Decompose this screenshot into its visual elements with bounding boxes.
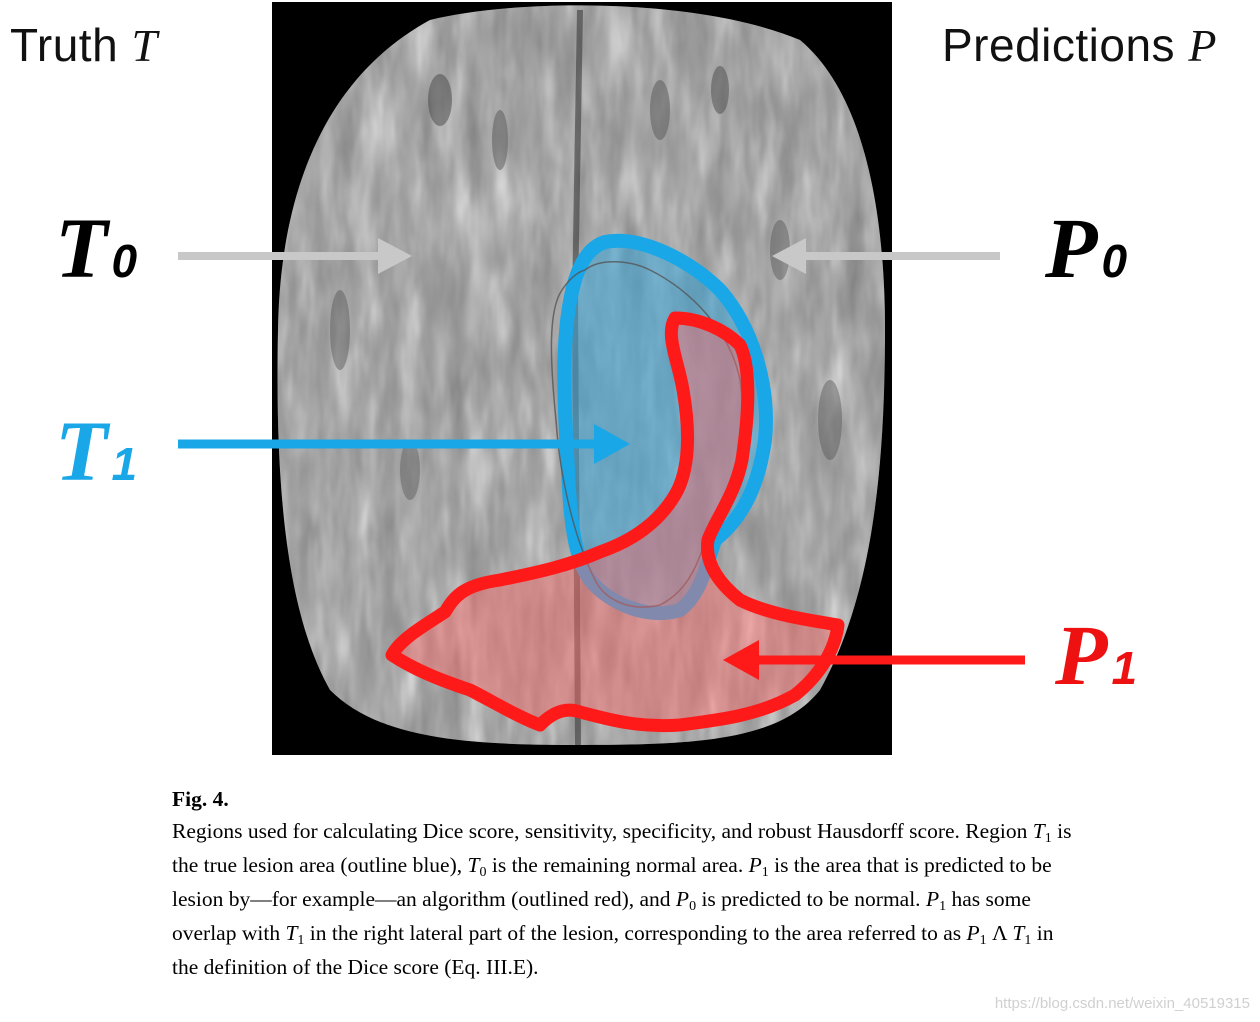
sub-1: 1	[1024, 933, 1032, 948]
t1-label-main: T	[55, 403, 108, 499]
watermark: https://blog.csdn.net/weixin_40519315	[994, 995, 1250, 1012]
p0-label: P0	[1045, 205, 1127, 291]
var-p: P	[925, 887, 940, 911]
predictions-heading-var: P	[1188, 20, 1217, 71]
t0-label: T0	[55, 205, 137, 291]
var-t: T	[285, 921, 298, 945]
prediction-lesion-region	[385, 311, 845, 733]
predictions-heading: Predictions P	[942, 18, 1217, 72]
caption-text: Region	[965, 819, 1033, 843]
p0-label-sub: 0	[1101, 235, 1128, 287]
truth-heading-var: T	[131, 20, 158, 71]
caption-text: is the area that is predicted to be lesi…	[172, 853, 1052, 911]
figure-caption: Fig. 4. Regions used for calculating Dic…	[172, 784, 1072, 984]
sub-0: 0	[689, 899, 697, 914]
var-p: P	[966, 921, 980, 945]
figure: Truth T Predictions P T0 P0 T1 P1	[10, 2, 1217, 755]
t1-arrow	[178, 424, 630, 464]
sub-1: 1	[939, 899, 947, 914]
caption-text: in the right lateral part of the lesion,…	[304, 921, 967, 945]
sub-1: 1	[761, 865, 769, 880]
var-p: P	[748, 853, 762, 877]
p0-arrow	[772, 238, 1000, 274]
var-t: T	[1012, 921, 1025, 945]
var-t: T	[467, 853, 480, 877]
caption-text: has some overlap with	[172, 887, 1031, 945]
var-p: P	[675, 887, 690, 911]
caption-text: is predicted to be normal.	[696, 887, 926, 911]
caption-text: is the remaining normal area.	[486, 853, 749, 877]
sub-0: 0	[479, 865, 487, 880]
sub-1: 1	[297, 933, 305, 948]
predictions-heading-text: Predictions	[942, 19, 1189, 71]
caption-text: is the true lesion area (outline blue),	[172, 819, 1072, 877]
var-t: T	[1032, 819, 1045, 843]
p1-label-main: P	[1055, 607, 1108, 703]
truth-heading-text: Truth	[10, 19, 132, 71]
t0-arrow	[178, 238, 412, 274]
caption-text: in the definition of the Dice score (Eq.…	[172, 921, 1054, 979]
brain-mri-figure	[178, 2, 1025, 755]
sub-1: 1	[979, 933, 987, 948]
p1-label: P1	[1055, 612, 1137, 698]
truth-heading: Truth T	[10, 18, 158, 72]
t0-label-sub: 0	[111, 235, 138, 287]
p1-arrow	[723, 640, 1025, 680]
figure-number: Fig. 4.	[172, 787, 229, 811]
t1-label: T1	[55, 408, 137, 494]
caption-sentence-1: Regions used for calculating Dice score,…	[172, 819, 960, 843]
p0-label-main: P	[1045, 200, 1098, 296]
p1-label-sub: 1	[1111, 642, 1138, 694]
t0-label-main: T	[55, 200, 108, 296]
sub-1: 1	[1044, 831, 1052, 846]
t1-label-sub: 1	[111, 438, 138, 490]
caption-text: Λ	[986, 921, 1013, 945]
